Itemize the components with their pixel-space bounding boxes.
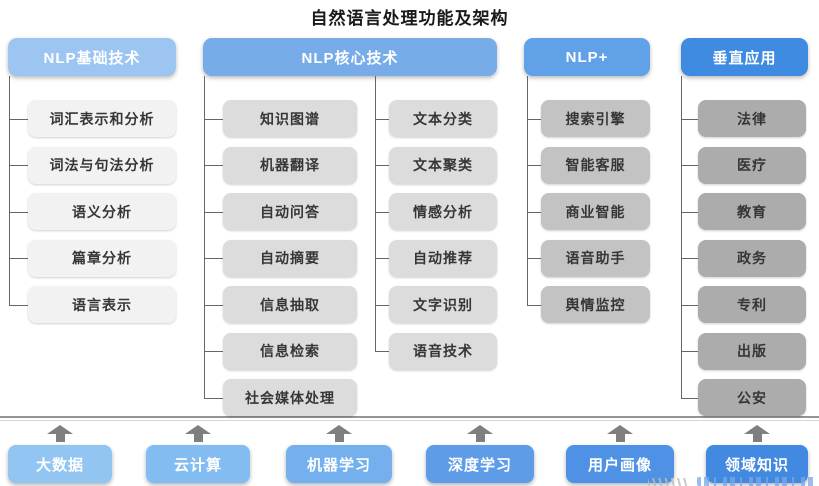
- foundation-box: 大数据: [8, 445, 112, 483]
- foundation-box: 深度学习: [426, 445, 534, 483]
- connector-stub: [9, 258, 28, 259]
- watermark-remnant-blue: [697, 477, 815, 486]
- up-arrow-icon: [744, 425, 770, 442]
- diagram-title: 自然语言处理功能及架构: [310, 9, 509, 28]
- group-header: NLP基础技术: [8, 38, 176, 76]
- group-header: NLP+: [524, 38, 650, 76]
- connector-stub: [681, 118, 698, 120]
- up-arrow-icon: [467, 425, 493, 442]
- group-header: NLP核心技术: [203, 38, 497, 76]
- item-box: 词汇表示和分析: [28, 100, 176, 137]
- connector-stub: [527, 258, 541, 259]
- watermark-remnant-gray: [648, 478, 688, 486]
- up-arrow-head: [47, 425, 73, 434]
- connector-stub: [375, 165, 389, 166]
- connector-stub: [681, 397, 698, 399]
- item-box: 舆情监控: [541, 286, 650, 323]
- item-box: 语音助手: [541, 239, 650, 277]
- item-box: 信息检索: [223, 332, 357, 370]
- item-box: 自动推荐: [389, 239, 497, 277]
- connector-stub: [9, 165, 28, 166]
- connector-stub: [681, 165, 698, 166]
- connector-line-vertical: [9, 76, 10, 306]
- item-box: 语音技术: [389, 332, 497, 370]
- connector-line-vertical: [375, 76, 376, 352]
- connector-stub: [681, 304, 698, 306]
- up-arrow-stem: [55, 434, 65, 442]
- foundation-box: 云计算: [146, 445, 250, 483]
- item-box: 医疗: [698, 146, 806, 184]
- item-box: 情感分析: [389, 193, 497, 230]
- connector-stub: [527, 211, 541, 213]
- up-arrow-head: [326, 425, 352, 434]
- item-box: 信息抽取: [223, 286, 357, 323]
- connector-stub: [204, 165, 223, 166]
- foundation-box: 领域知识: [706, 445, 808, 483]
- up-arrow-stem: [193, 434, 203, 442]
- connector-line-vertical: [204, 76, 205, 399]
- item-box: 出版: [698, 332, 806, 370]
- connector-line-vertical: [681, 76, 682, 399]
- up-arrow-head: [607, 425, 633, 434]
- up-arrow-icon: [607, 425, 633, 442]
- connector-stub: [375, 351, 389, 352]
- connector-line-vertical: [527, 76, 528, 306]
- foundation-box: 用户画像: [566, 445, 674, 483]
- item-box: 教育: [698, 193, 806, 230]
- connector-stub: [527, 304, 541, 306]
- up-arrow-icon: [326, 425, 352, 442]
- up-arrow-stem: [334, 434, 344, 442]
- item-box: 语义分析: [28, 193, 176, 230]
- item-box: 专利: [698, 286, 806, 323]
- connector-stub: [204, 351, 223, 352]
- connector-stub: [204, 118, 223, 120]
- up-arrow-head: [185, 425, 211, 434]
- item-box: 法律: [698, 100, 806, 137]
- up-arrow-stem: [615, 434, 625, 442]
- connector-stub: [375, 304, 389, 306]
- connector-stub: [681, 211, 698, 213]
- up-arrow-icon: [185, 425, 211, 442]
- item-box: 文本分类: [389, 100, 497, 137]
- connector-stub: [204, 211, 223, 213]
- up-arrow-stem: [752, 434, 762, 442]
- item-box: 文本聚类: [389, 146, 497, 184]
- item-box: 自动问答: [223, 193, 357, 230]
- connector-stub: [527, 118, 541, 120]
- connector-stub: [375, 258, 389, 259]
- item-box: 公安: [698, 379, 806, 416]
- item-box: 智能客服: [541, 146, 650, 184]
- item-box: 搜索引擎: [541, 100, 650, 137]
- item-box: 文字识别: [389, 286, 497, 323]
- foundation-separator-line-secondary: [0, 420, 819, 421]
- connector-stub: [681, 351, 698, 352]
- group-header: 垂直应用: [681, 38, 808, 76]
- item-box: 知识图谱: [223, 100, 357, 137]
- connector-stub: [527, 165, 541, 166]
- connector-stub: [9, 118, 28, 120]
- up-arrow-head: [744, 425, 770, 434]
- connector-stub: [681, 258, 698, 259]
- up-arrow-stem: [475, 434, 485, 442]
- connector-stub: [375, 211, 389, 213]
- connector-stub: [204, 397, 223, 399]
- item-box: 商业智能: [541, 193, 650, 230]
- foundation-box: 机器学习: [286, 445, 392, 483]
- item-box: 社会媒体处理: [223, 379, 357, 416]
- foundation-separator-line: [0, 416, 819, 418]
- item-box: 机器翻译: [223, 146, 357, 184]
- up-arrow-head: [467, 425, 493, 434]
- item-box: 词法与句法分析: [28, 146, 176, 184]
- connector-stub: [375, 118, 389, 120]
- up-arrow-icon: [47, 425, 73, 442]
- item-box: 语言表示: [28, 286, 176, 323]
- connector-stub: [9, 304, 28, 306]
- item-box: 政务: [698, 239, 806, 277]
- item-box: 篇章分析: [28, 239, 176, 277]
- connector-stub: [204, 258, 223, 259]
- connector-stub: [9, 211, 28, 213]
- item-box: 自动摘要: [223, 239, 357, 277]
- connector-stub: [204, 304, 223, 306]
